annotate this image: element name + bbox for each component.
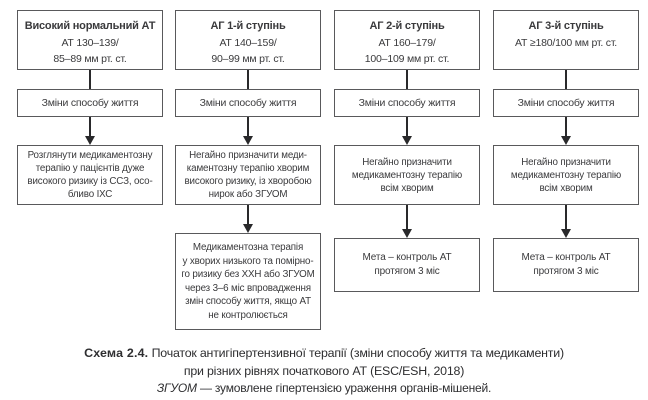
bp-range-text: АТ 140–159/ 90–99 мм рт. ст.: [211, 37, 285, 65]
caption-line-2: при різних рівнях початкового АТ (ESC/ES…: [183, 363, 465, 378]
connector-line: [247, 205, 249, 225]
action-box-consider-therapy: Розглянути медикаментозну терапію у паці…: [17, 145, 163, 205]
bp-category-title: АГ 3-й ступінь: [528, 20, 604, 32]
action-text: Негайно призначити меди- каментозну тера…: [184, 150, 312, 200]
followup-box-drug-therapy: Медикаментозна терапія у хворих низького…: [175, 233, 321, 330]
bp-range-text: АТ ≥180/100 мм рт. ст.: [514, 37, 617, 49]
arrowhead-down-icon: [402, 136, 412, 145]
bp-category-title: Високий нормальний АТ: [24, 20, 156, 32]
figure-caption: Схема 2.4. Початок антигіпертензивної те…: [0, 345, 648, 397]
followup-text: Мета – контроль АТ протягом 3 міс: [362, 252, 452, 277]
lifestyle-text: Зміни способу життя: [517, 97, 615, 109]
arrowhead-down-icon: [561, 136, 571, 145]
caption-note: ЗГУОМ — зумовлене гіпертензією ураження …: [0, 380, 648, 397]
arrowhead-down-icon: [561, 229, 571, 238]
lifestyle-box: Зміни способу життя: [334, 89, 480, 117]
caption-scheme-number: Схема 2.4.: [84, 346, 149, 360]
bp-category-box-high-normal: Високий нормальний АТ АТ 130–139/ 85–89 …: [17, 10, 163, 70]
action-box-immediate-all: Негайно призначити медикаментозну терапі…: [493, 145, 639, 205]
arrowhead-down-icon: [243, 224, 253, 233]
action-box-immediate-all: Негайно призначити медикаментозну терапі…: [334, 145, 480, 205]
connector-line: [565, 70, 567, 90]
bp-category-title: АГ 2-й ступінь: [369, 20, 445, 32]
bp-category-box-grade3: АГ 3-й ступінь АТ ≥180/100 мм рт. ст.: [493, 10, 639, 70]
lifestyle-text: Зміни способу життя: [358, 97, 456, 109]
lifestyle-text: Зміни способу життя: [41, 97, 139, 109]
bp-category-title: АГ 1-й ступінь: [210, 20, 286, 32]
bp-range-text: АТ 160–179/ 100–109 мм рт. ст.: [364, 37, 450, 65]
bp-category-box-grade1: АГ 1-й ступінь АТ 140–159/ 90–99 мм рт. …: [175, 10, 321, 70]
lifestyle-box: Зміни способу життя: [175, 89, 321, 117]
connector-line: [565, 205, 567, 230]
caption-title: Початок антигіпертензивної терапії (змін…: [151, 346, 565, 360]
followup-box-goal-control: Мета – контроль АТ протягом 3 міс: [334, 238, 480, 292]
connector-line: [406, 117, 408, 137]
lifestyle-box: Зміни способу життя: [493, 89, 639, 117]
caption-note-term: ЗГУОМ: [156, 381, 197, 395]
connector-line: [247, 70, 249, 90]
action-text: Негайно призначити медикаментозну терапі…: [510, 156, 622, 194]
followup-text: Медикаментозна терапія у хворих низького…: [181, 242, 315, 321]
action-text: Розглянути медикаментозну терапію у паці…: [27, 150, 153, 200]
connector-line: [89, 70, 91, 90]
arrowhead-down-icon: [85, 136, 95, 145]
connector-line: [406, 70, 408, 90]
lifestyle-text: Зміни способу життя: [199, 97, 297, 109]
action-text: Негайно призначити медикаментозну терапі…: [351, 156, 463, 194]
followup-box-goal-control: Мета – контроль АТ протягом 3 міс: [493, 238, 639, 292]
arrowhead-down-icon: [402, 229, 412, 238]
arrowhead-down-icon: [243, 136, 253, 145]
action-box-immediate-highrisk: Негайно призначити меди- каментозну тера…: [175, 145, 321, 205]
bp-range-text: АТ 130–139/ 85–89 мм рт. ст.: [53, 37, 127, 65]
connector-line: [565, 117, 567, 137]
followup-text: Мета – контроль АТ протягом 3 міс: [521, 252, 611, 277]
connector-line: [89, 117, 91, 137]
connector-line: [247, 117, 249, 137]
lifestyle-box: Зміни способу життя: [17, 89, 163, 117]
connector-line: [406, 205, 408, 230]
bp-category-box-grade2: АГ 2-й ступінь АТ 160–179/ 100–109 мм рт…: [334, 10, 480, 70]
caption-line-1: Схема 2.4. Початок антигіпертензивної те…: [0, 345, 648, 363]
caption-note-definition: — зумовлене гіпертензією ураження органі…: [199, 381, 492, 395]
